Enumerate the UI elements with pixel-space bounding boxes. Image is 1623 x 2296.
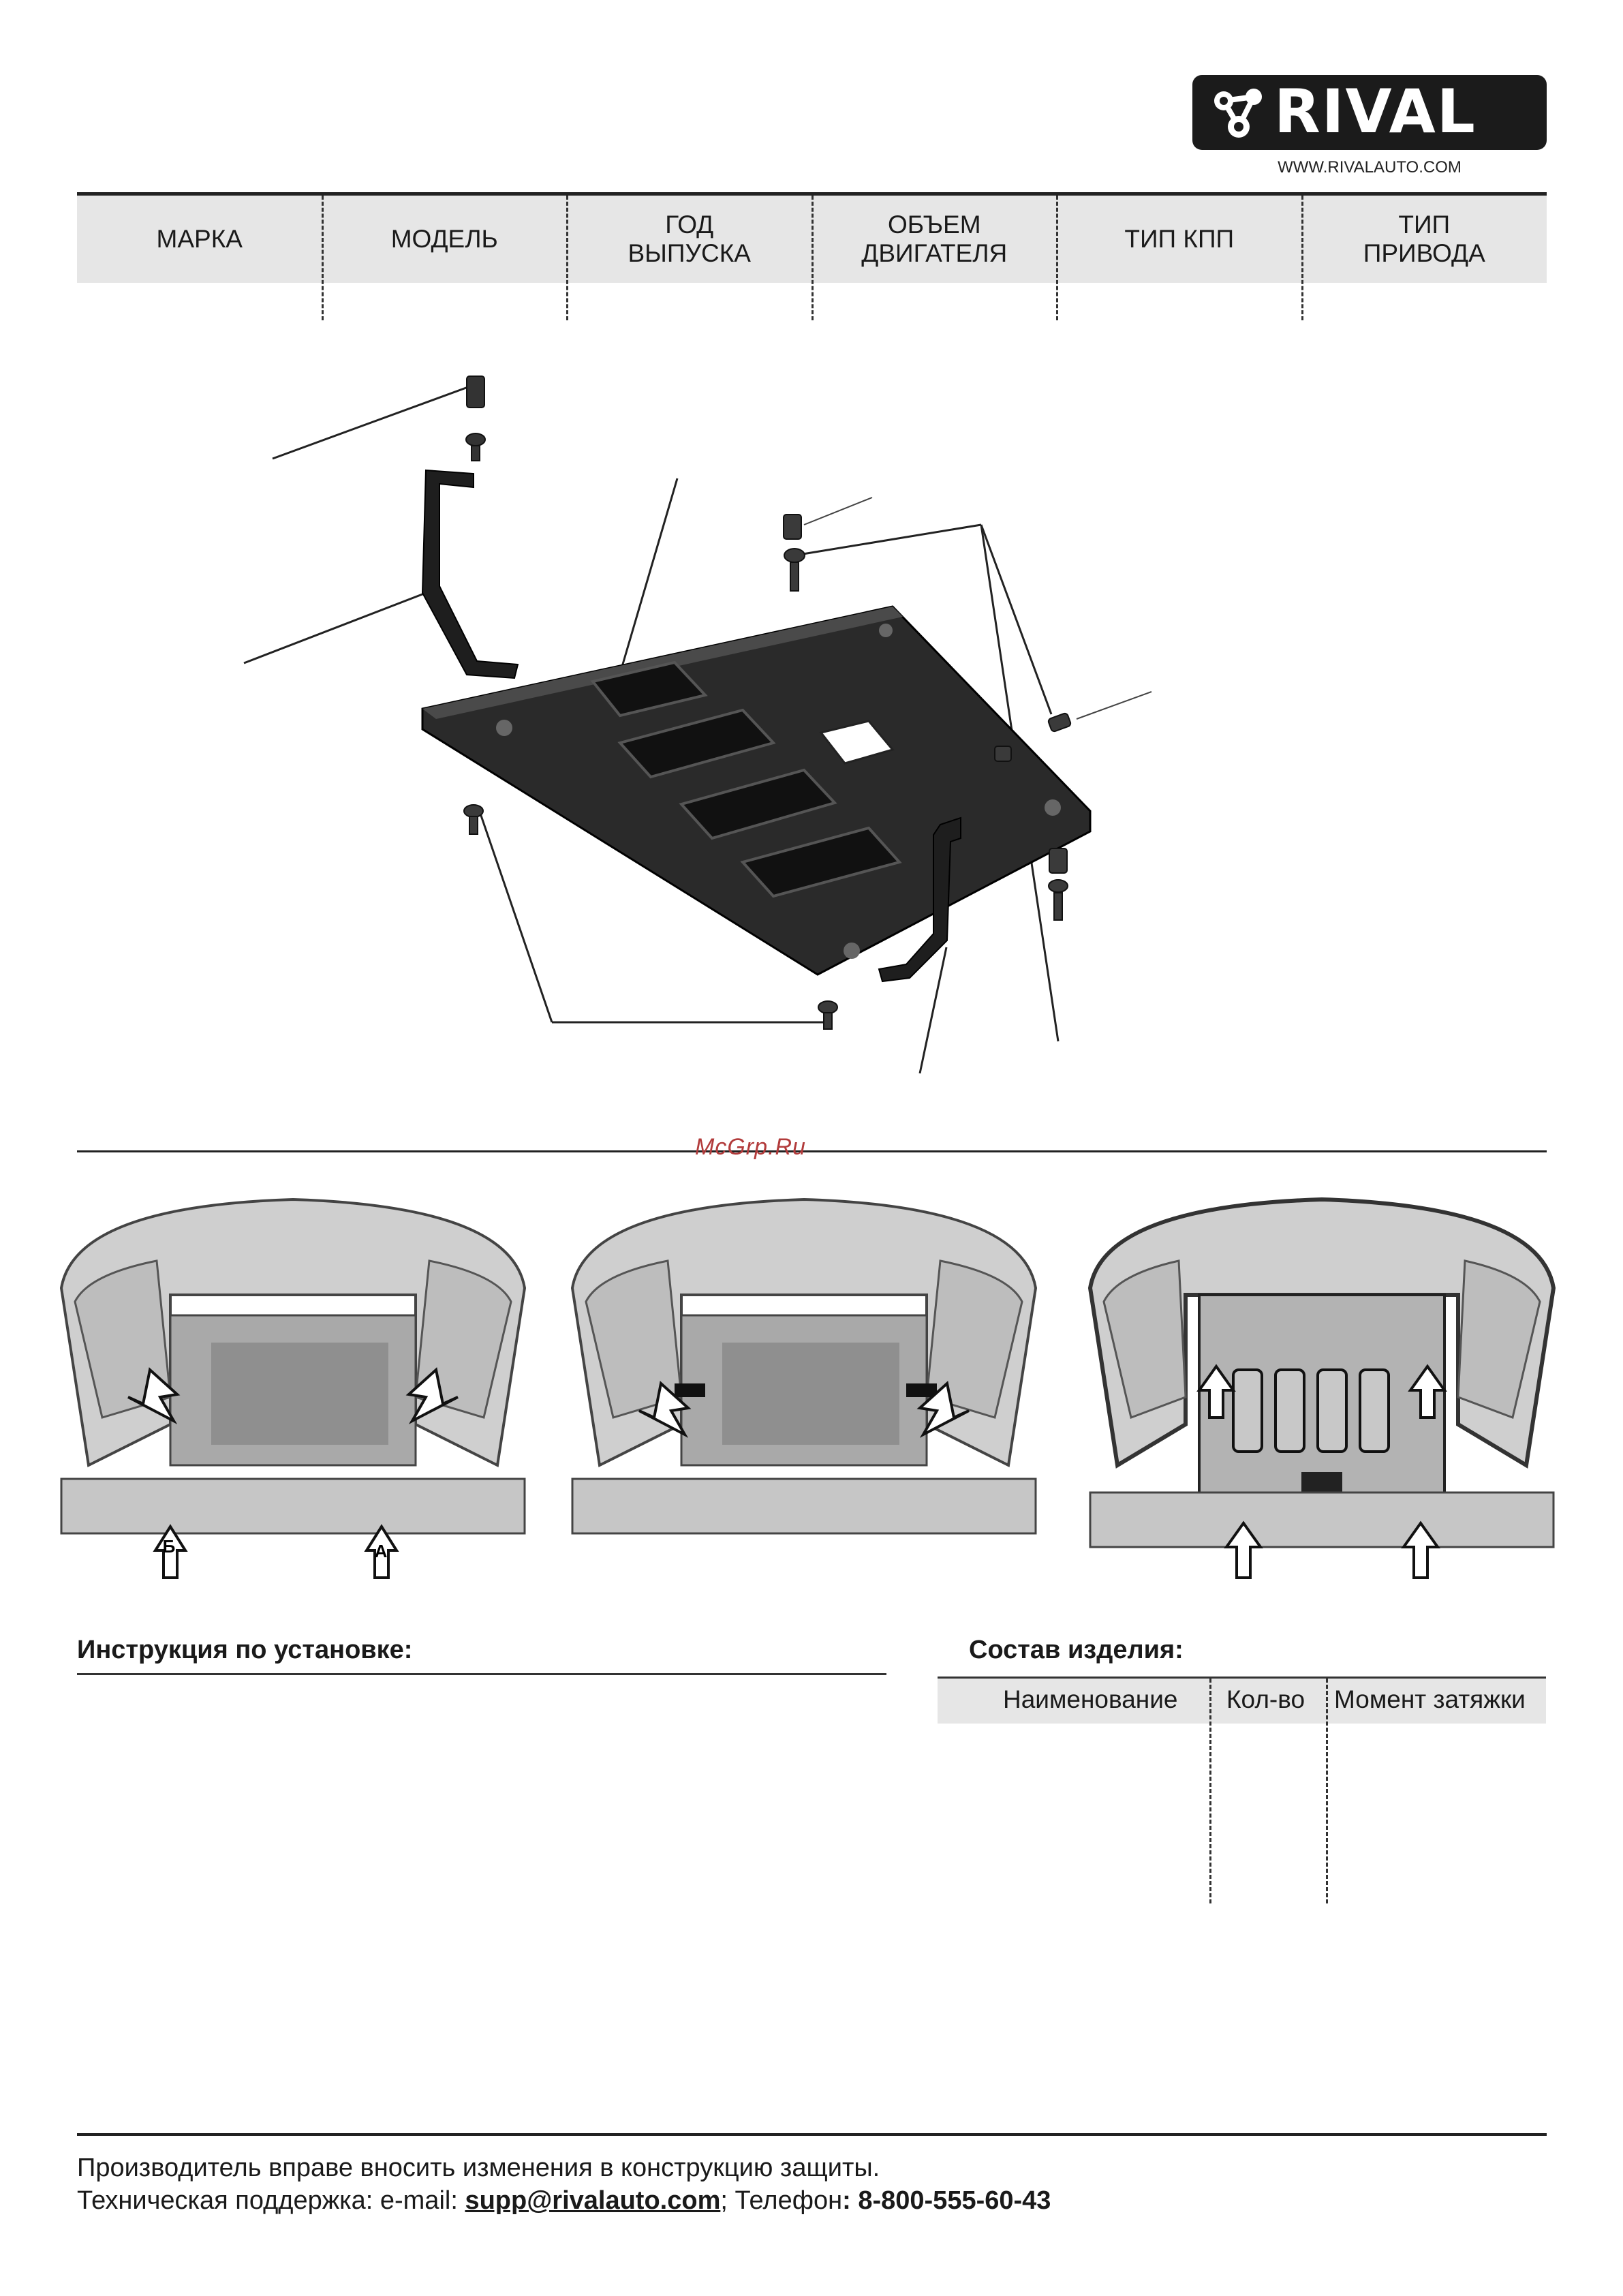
spec-col-brand: МАРКА — [156, 225, 243, 253]
bracket-bolt-icon — [465, 376, 486, 461]
instructions-rule — [77, 1673, 886, 1675]
arrow-up-icon — [127, 1367, 181, 1424]
instructions-title: Инструкция по установке: — [77, 1636, 413, 1664]
install-step-2-image — [570, 1197, 1038, 1535]
arrow-up-icon — [1401, 1520, 1440, 1579]
arrow-up-icon — [1196, 1364, 1236, 1419]
contents-col-qty: Кол-во — [1226, 1685, 1305, 1713]
footer-support: Техническая поддержка: e-mail: supp@riva… — [77, 2186, 1051, 2216]
arrow-up-icon — [153, 1524, 188, 1579]
spec-col-gearbox: ТИП КПП — [1124, 225, 1235, 253]
install-step-3-image — [1087, 1197, 1556, 1579]
watermark: McGrp.Ru — [695, 1134, 806, 1160]
spec-top-rule — [77, 192, 1547, 196]
footer-notice: Производитель вправе вносить изменения в… — [77, 2154, 880, 2182]
brand-name: RIVAL — [1274, 76, 1477, 147]
website-link[interactable]: WWW.RIVALAUTO.COM — [1278, 158, 1462, 177]
section-divider — [77, 1150, 1547, 1152]
skid-plate-icon — [421, 605, 1092, 976]
support-phone: : 8-800-555-60-43 — [842, 2186, 1051, 2215]
contents-col-torque: Момент затяжки — [1334, 1685, 1526, 1713]
mark-a-label: А — [375, 1541, 388, 1561]
spec-divider — [322, 196, 324, 320]
spec-divider — [566, 196, 568, 320]
support-email-link[interactable]: supp@rivalauto.com — [465, 2186, 721, 2215]
exploded-parts-diagram — [243, 376, 1152, 1074]
footer-rule — [77, 2133, 1547, 2136]
support-separator: ; — [720, 2186, 728, 2215]
contents-title: Состав изделия: — [969, 1636, 1184, 1664]
phone-label: Телефон — [727, 2186, 843, 2215]
spec-divider — [1056, 196, 1058, 320]
spec-col-model: МОДЕЛЬ — [390, 225, 498, 253]
arrow-up-icon — [364, 1524, 399, 1579]
rival-emblem-icon — [1214, 89, 1262, 138]
arrow-up-icon — [638, 1381, 692, 1438]
left-bracket-icon — [421, 469, 519, 679]
arrow-up-icon — [1224, 1520, 1263, 1579]
contents-header-band — [938, 1677, 1546, 1724]
brand-logo: RIVAL — [1192, 75, 1547, 150]
spec-divider — [812, 196, 814, 320]
support-label: Техническая поддержка: e-mail: — [77, 2186, 465, 2215]
contents-divider — [1209, 1679, 1211, 1903]
screwdriver-icons — [803, 497, 1152, 720]
arrow-up-icon — [916, 1381, 970, 1438]
arrow-up-icon — [1408, 1364, 1447, 1419]
contents-divider — [1326, 1679, 1328, 1903]
contents-col-name: Наименование — [1003, 1685, 1178, 1713]
right-bracket-icon — [878, 816, 961, 983]
fastener-set-icon — [463, 514, 1072, 1030]
spec-divider — [1301, 196, 1303, 320]
mark-b-label: Б — [163, 1536, 176, 1557]
install-step-1-image: Б А — [59, 1197, 527, 1579]
arrow-up-icon — [405, 1367, 459, 1424]
